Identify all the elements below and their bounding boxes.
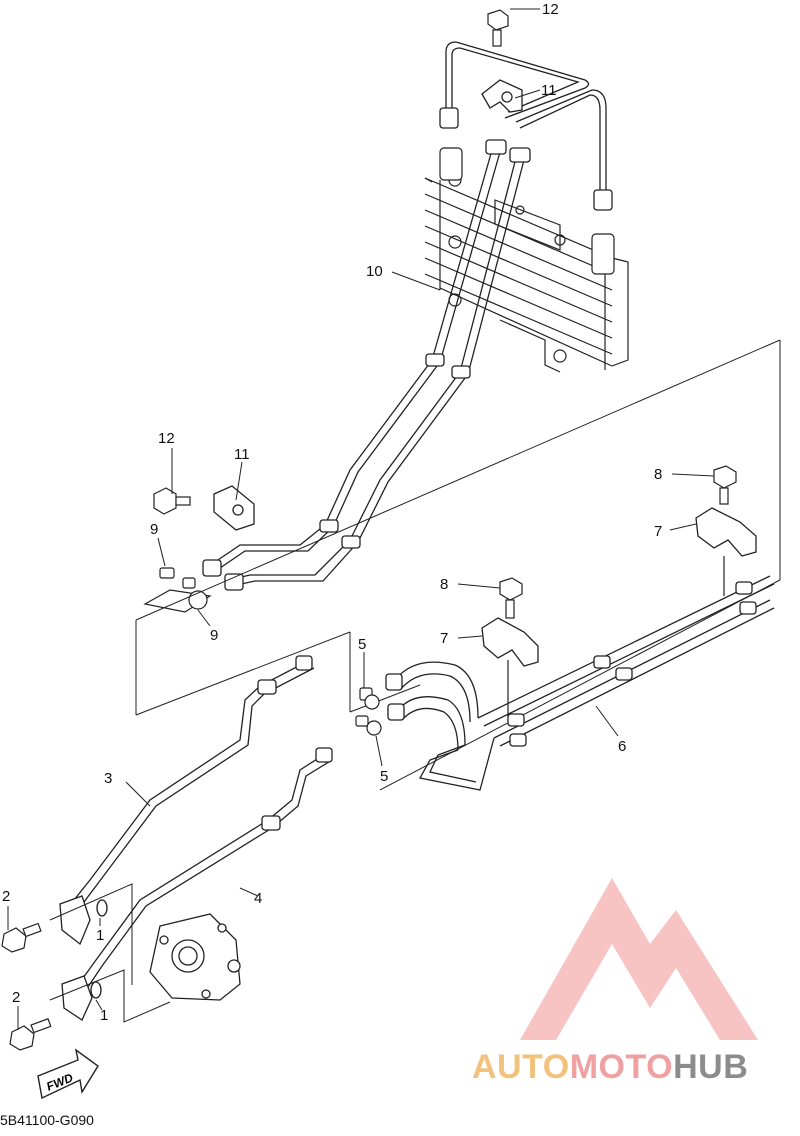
callout-8-right: 8 bbox=[654, 466, 662, 483]
leader-lines bbox=[7, 8, 715, 1030]
callout-9-top: 9 bbox=[150, 521, 158, 538]
callout-8-mid: 8 bbox=[440, 576, 448, 593]
engine-boundary bbox=[49, 883, 171, 1023]
callout-5-top: 5 bbox=[358, 636, 366, 653]
pipe-10 bbox=[202, 139, 531, 591]
bolt-2 bbox=[1, 922, 52, 1051]
clamp-11-top bbox=[481, 79, 523, 113]
section-lines bbox=[135, 339, 781, 791]
callout-2-bottom: 2 bbox=[12, 989, 20, 1006]
bolt-8-mid bbox=[499, 577, 523, 716]
watermark-text: AUTOMOTOHUB bbox=[472, 1048, 748, 1087]
clip-5 bbox=[355, 687, 382, 736]
part-code: 5B41100-G090 bbox=[0, 1112, 94, 1128]
fwd-arrow-icon bbox=[37, 1048, 99, 1100]
bolt-8-right bbox=[713, 465, 737, 596]
callout-11-left: 11 bbox=[234, 446, 250, 463]
clamp-7-mid bbox=[481, 617, 539, 667]
oil-cooler bbox=[424, 147, 629, 373]
clip-9 bbox=[143, 567, 212, 613]
pipe-4 bbox=[61, 747, 333, 1021]
bolt-12-left bbox=[153, 487, 191, 515]
o-ring-1 bbox=[90, 899, 108, 999]
callout-1-top: 1 bbox=[96, 927, 104, 944]
clamp-11-left bbox=[213, 485, 255, 531]
watermark-logo bbox=[520, 878, 758, 1040]
callout-12-left: 12 bbox=[158, 430, 175, 447]
callout-3: 3 bbox=[104, 770, 112, 787]
callout-1-bottom: 1 bbox=[100, 1007, 108, 1024]
callout-5-bottom: 5 bbox=[380, 768, 388, 785]
callout-7-mid: 7 bbox=[440, 630, 448, 647]
pipe-6 bbox=[385, 575, 775, 791]
bolt-12-top bbox=[487, 9, 509, 47]
watermark-moto: MOTO bbox=[569, 1048, 674, 1086]
upper-pipe-assembly bbox=[439, 41, 613, 211]
watermark-hub: HUB bbox=[673, 1048, 749, 1086]
callouts: 12 11 10 12 11 9 9 8 7 8 7 5 5 6 3 4 2 1… bbox=[2, 1, 662, 1024]
callout-9-bottom: 9 bbox=[210, 627, 218, 644]
callout-10: 10 bbox=[366, 263, 383, 280]
clamp-7-right bbox=[695, 507, 757, 557]
callout-12-top: 12 bbox=[542, 1, 559, 18]
pipe-3 bbox=[59, 655, 315, 946]
callout-7-right: 7 bbox=[654, 523, 662, 540]
watermark-auto: AUTO bbox=[472, 1048, 570, 1086]
callout-2-top: 2 bbox=[2, 888, 10, 905]
callout-4: 4 bbox=[254, 890, 262, 907]
engine-port bbox=[149, 913, 241, 1001]
callout-11-top: 11 bbox=[541, 82, 557, 99]
callout-6: 6 bbox=[618, 738, 626, 755]
